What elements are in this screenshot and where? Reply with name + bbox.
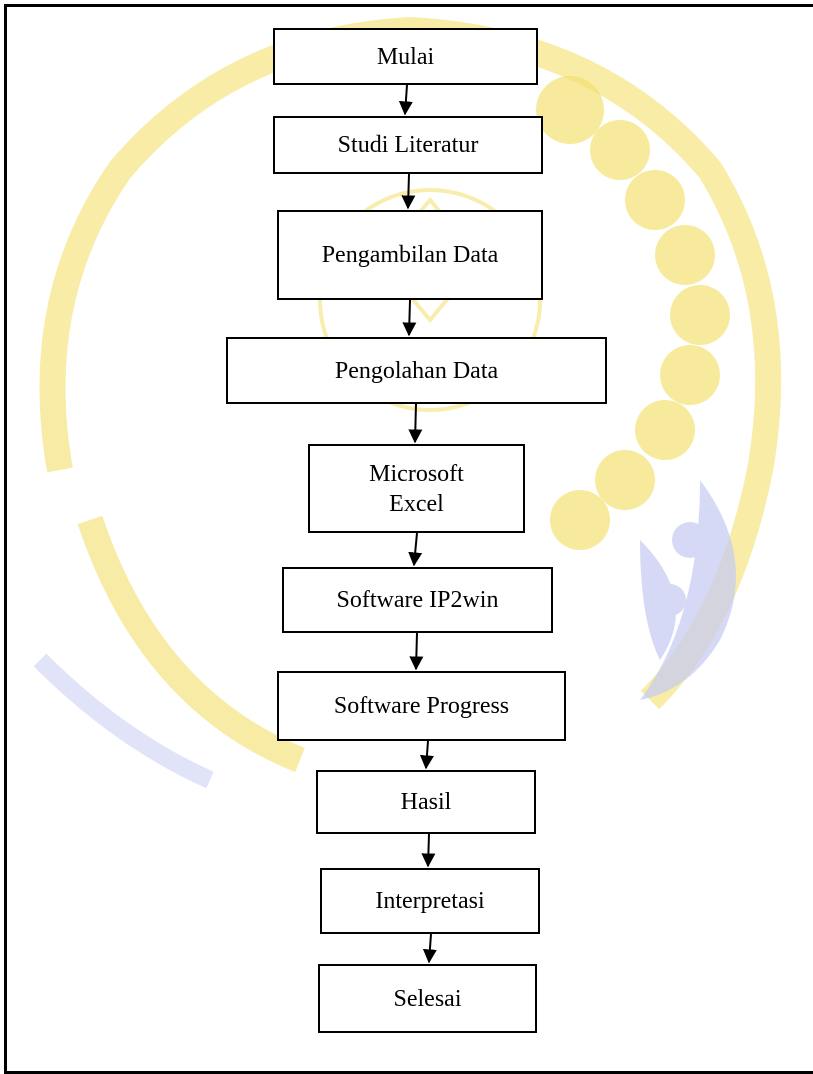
step-microsoft-excel: Microsoft Excel xyxy=(308,444,525,533)
step-selesai: Selesai xyxy=(318,964,537,1033)
step-label: Interpretasi xyxy=(375,888,485,914)
step-pengolahan-data: Pengolahan Data xyxy=(226,337,607,404)
step-label: Hasil xyxy=(400,789,452,815)
step-hasil: Hasil xyxy=(316,770,536,834)
step-label: Mulai xyxy=(376,43,435,70)
step-software-progress: Software Progress xyxy=(277,671,566,741)
step-label: Microsoft Excel xyxy=(369,460,464,517)
step-label: Selesai xyxy=(393,985,462,1012)
step-pengambilan-data: Pengambilan Data xyxy=(277,210,543,300)
step-label: Software IP2win xyxy=(336,587,499,613)
step-label: Pengolahan Data xyxy=(334,357,499,384)
step-mulai: Mulai xyxy=(273,28,538,85)
step-interpretasi: Interpretasi xyxy=(320,868,540,934)
step-studi-literatur: Studi Literatur xyxy=(273,116,543,174)
step-label: Pengambilan Data xyxy=(321,242,499,268)
step-software-ip2win: Software IP2win xyxy=(282,567,553,633)
step-label: Studi Literatur xyxy=(337,132,479,158)
step-label: Software Progress xyxy=(333,693,510,719)
